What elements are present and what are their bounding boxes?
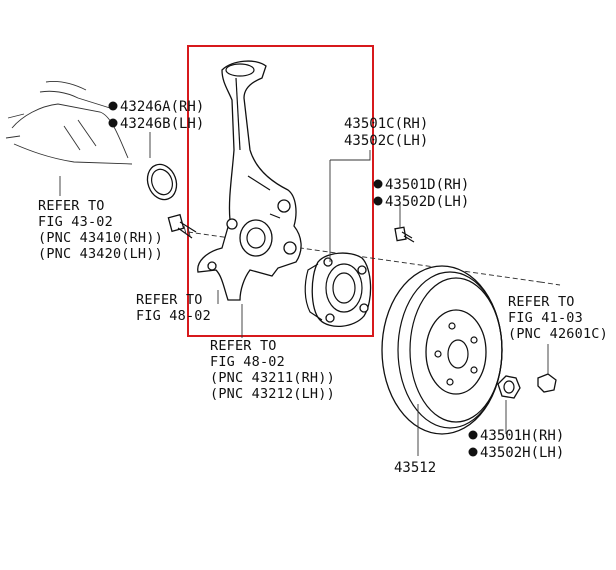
ref-fig48-line2: FIG 48-02	[210, 354, 285, 370]
ref-fig43-line1: REFER TO	[38, 198, 105, 214]
ref-fig43-line3: (PNC 43410(RH))	[38, 230, 163, 246]
bullet-icon	[108, 101, 118, 111]
hub-nut-part	[497, 375, 521, 399]
ref-fig43-line4: (PNC 43420(LH))	[38, 246, 163, 262]
callout-seal-lh: 43246B(LH)	[120, 116, 204, 132]
ref-fig41-line1: REFER TO	[508, 294, 575, 310]
knuckle-bolt-part	[167, 213, 197, 239]
bullet-icon	[373, 196, 383, 206]
callout-hub-bolt-rh: 43501D(RH)	[385, 177, 469, 193]
pointing-hand-icon	[5, 81, 133, 165]
bullet-icon	[468, 430, 478, 440]
axle-hub-part	[304, 252, 372, 327]
steering-knuckle-part	[197, 60, 302, 301]
callout-nut-rh: 43501H(RH)	[480, 428, 564, 444]
callout-hub-lh: 43502C(LH)	[344, 133, 428, 149]
ref-fig48-line1: REFER TO	[210, 338, 277, 354]
ref-fig41-line3: (PNC 42601C)	[508, 326, 608, 342]
bullet-icon	[468, 447, 478, 457]
ref-fig48-line4: (PNC 43212(LH))	[210, 386, 335, 402]
bullet-icon	[108, 118, 118, 128]
ref-fig48-line3: (PNC 43211(RH))	[210, 370, 335, 386]
hub-bolt-part	[394, 226, 415, 243]
ref-fig48-small-line2: FIG 48-02	[136, 308, 211, 324]
disc-rotor-part	[381, 265, 503, 435]
leader-hub	[329, 150, 371, 262]
ref-fig48-small-line1: REFER TO	[136, 292, 203, 308]
callout-rotor: 43512	[394, 460, 436, 476]
bullet-icon	[373, 179, 383, 189]
callout-nut-lh: 43502H(LH)	[480, 445, 564, 461]
callout-hub-bolt-lh: 43502D(LH)	[385, 194, 469, 210]
callout-seal-rh: 43246A(RH)	[120, 99, 204, 115]
highlight-box	[187, 45, 374, 337]
ref-fig43-line2: FIG 43-02	[38, 214, 113, 230]
ref-fig41-line2: FIG 41-03	[508, 310, 583, 326]
cover-bolt-part	[537, 373, 557, 393]
oil-seal-part	[146, 163, 178, 201]
callout-hub-rh: 43501C(RH)	[344, 116, 428, 132]
